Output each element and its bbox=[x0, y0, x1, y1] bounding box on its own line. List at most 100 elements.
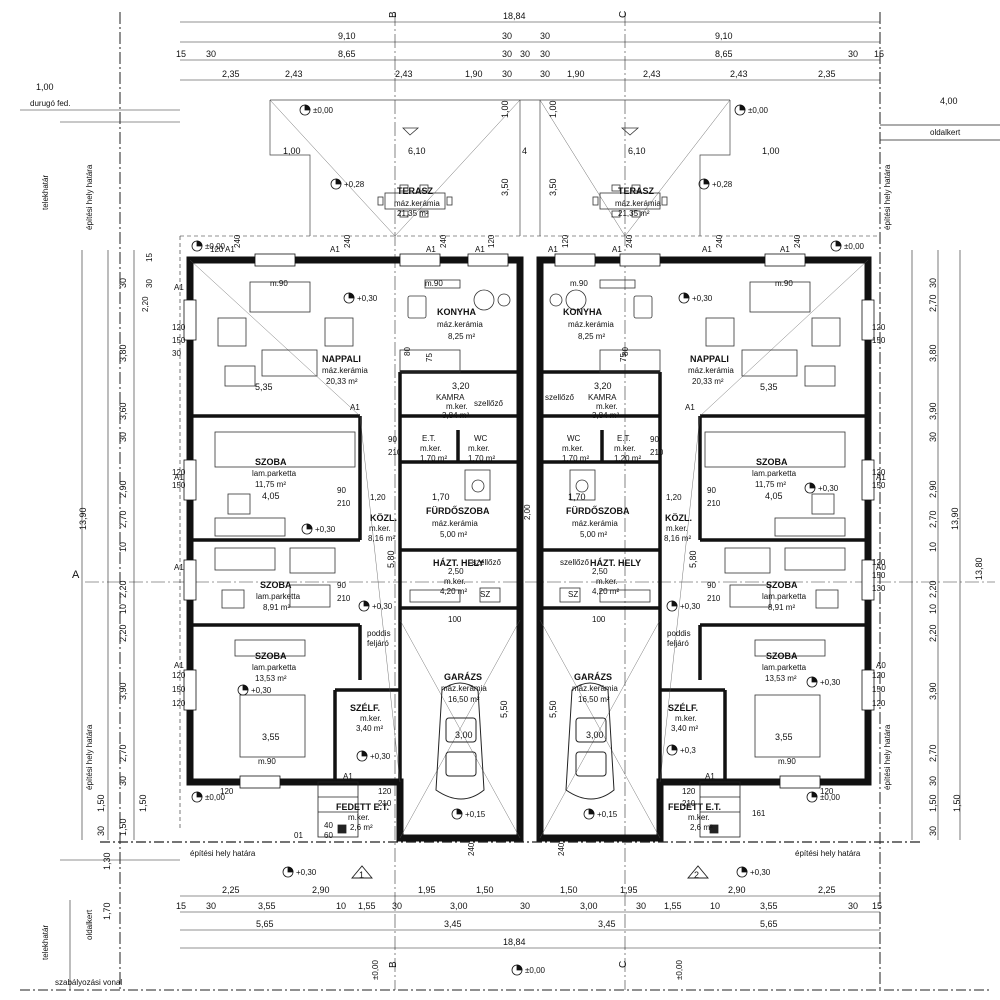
room-diagonals bbox=[189, 259, 869, 839]
right-wc-floor: m.ker. bbox=[562, 444, 584, 453]
right-haztart-area: 4,20 m² bbox=[592, 587, 619, 596]
durugo-dim: 1,00 bbox=[36, 82, 54, 92]
right-kamra-dim: 3,20 bbox=[594, 381, 612, 391]
dimension-label: 210 bbox=[337, 499, 351, 508]
top-r2-1: 30 bbox=[206, 49, 216, 59]
dimension-label: 2,20 bbox=[118, 624, 128, 642]
right-furdo-dim: 1,70 bbox=[568, 492, 586, 502]
oldalkert-top-label: oldalkert bbox=[930, 128, 961, 137]
terrace-furniture bbox=[377, 127, 668, 218]
level-szoba1-right: +0,30 bbox=[818, 484, 839, 493]
dimension-label: m.90 bbox=[570, 279, 588, 288]
oldalkert-top-dim: 4,00 bbox=[940, 96, 958, 106]
dimension-label: 150 bbox=[172, 481, 186, 490]
dimension-label: 90 bbox=[337, 486, 346, 495]
dimension-label: A1 bbox=[612, 245, 622, 254]
left-szoba1-name: SZOBA bbox=[255, 457, 287, 467]
top-r3-2: 2,43 bbox=[395, 69, 413, 79]
left-fedett-name: FEDETT E.T. bbox=[336, 802, 389, 812]
bottom-r2-1: 30 bbox=[206, 901, 216, 911]
dimension-label: 60 bbox=[324, 831, 333, 840]
dimension-label: 30 bbox=[928, 432, 938, 442]
right-garazs-depth: 5,50 bbox=[548, 700, 558, 718]
right-szoba3-area: 13,53 m² bbox=[765, 674, 797, 683]
car-left bbox=[435, 682, 485, 800]
right-unit-labels: NAPPALI máz.kerámia 20,33 m² 5,35 KONYHA… bbox=[545, 307, 807, 832]
telekhatar-top: telekhatár bbox=[41, 175, 50, 210]
dimension-label: 120 bbox=[210, 245, 224, 254]
dimension-label: 120 bbox=[820, 787, 834, 796]
right-poddis-name: poddis bbox=[667, 629, 691, 638]
terrace-right-floor: máz.kerámia bbox=[615, 199, 661, 208]
dimension-label: 2,90 bbox=[118, 480, 128, 498]
dimension-label: 90 bbox=[650, 435, 659, 444]
left-outer-dim: 13,90 bbox=[78, 507, 88, 530]
right-garazs-name: GARÁZS bbox=[574, 672, 612, 682]
right-wc-area: 1,70 m² bbox=[562, 454, 589, 463]
right-inner-dims: 120 150 120 150 120 150 130 120 150 120 bbox=[872, 323, 886, 708]
dimension-label: SZ bbox=[480, 590, 490, 599]
oldalkert-bottom-dim: 1,70 bbox=[102, 902, 112, 920]
left-kozl-floor: m.ker. bbox=[369, 524, 391, 533]
dimension-label: A1 bbox=[174, 563, 184, 572]
section-1-label: 1 bbox=[359, 870, 364, 880]
dimension-label: 3,90 bbox=[928, 402, 938, 420]
level-szoba2-left: +0,30 bbox=[372, 602, 393, 611]
top-r1-0: 9,10 bbox=[338, 31, 356, 41]
dimension-label: 120 bbox=[172, 671, 186, 680]
left-garazs-floor: máz.kerámia bbox=[441, 684, 487, 693]
dimension-label: 240 bbox=[439, 234, 448, 248]
terrace-left-width: 6,10 bbox=[408, 146, 426, 156]
dimension-label: A0 bbox=[876, 661, 886, 670]
left-garazs-area: 16,50 m² bbox=[448, 695, 480, 704]
site-lines bbox=[20, 12, 1000, 991]
oldalkert-bottom-label: oldalkert bbox=[85, 909, 94, 940]
section-2-label: 2 bbox=[694, 870, 699, 880]
dimension-label: 150 bbox=[172, 685, 186, 694]
dimension-label: A1 bbox=[350, 403, 360, 412]
right-szelf-floor: m.ker. bbox=[675, 714, 697, 723]
dimension-label: 150 bbox=[872, 685, 886, 694]
dimension-label: 2,20 bbox=[928, 580, 938, 598]
dimension-label: 30 bbox=[928, 776, 938, 786]
left-wc-name: WC bbox=[474, 434, 488, 443]
dimension-label: 240 bbox=[343, 234, 352, 248]
top-r1-2: 30 bbox=[540, 31, 550, 41]
left-szoba2-area: 8,91 m² bbox=[263, 603, 290, 612]
left-et-floor: m.ker. bbox=[420, 444, 442, 453]
bottom-r2-11: 10 bbox=[710, 901, 720, 911]
bottom-r1-1: 2,90 bbox=[312, 885, 330, 895]
level-nappali-left: +0,30 bbox=[357, 294, 378, 303]
left-dim-lines bbox=[81, 250, 135, 840]
bottom-r2-0: 15 bbox=[176, 901, 186, 911]
left-poddis-name: poddis bbox=[367, 629, 391, 638]
bottom-r1-4: 1,50 bbox=[560, 885, 578, 895]
dimension-label: 3,60 bbox=[118, 402, 128, 420]
dimension-label: 10 bbox=[118, 542, 128, 552]
left-et-area: 1,70 m² bbox=[420, 454, 447, 463]
dimension-label: 30 bbox=[118, 776, 128, 786]
dimension-label: 10 bbox=[928, 604, 938, 614]
dimension-label: 90 bbox=[707, 581, 716, 590]
bottom-r2-9: 30 bbox=[636, 901, 646, 911]
top-total-dim: 18,84 bbox=[503, 11, 526, 21]
top-r3-5: 30 bbox=[540, 69, 550, 79]
left-kozl-name: KÖZL. bbox=[370, 513, 397, 523]
dimension-label: 40 bbox=[324, 821, 333, 830]
dimension-label: m.90 bbox=[425, 279, 443, 288]
left-garazs-depth: 5,50 bbox=[499, 700, 509, 718]
dimension-label: 90 bbox=[388, 435, 397, 444]
dimension-label: A0 bbox=[876, 563, 886, 572]
dimension-label: A1 bbox=[174, 283, 184, 292]
dimension-label: 120 bbox=[872, 323, 886, 332]
dimension-label: 120 bbox=[872, 671, 886, 680]
dimension-label: 2,70 bbox=[928, 510, 938, 528]
right-mid-dims: 30 2,70 3,80 3,90 30 2,90 2,70 10 2,20 1… bbox=[928, 278, 962, 836]
dimension-label: 120 bbox=[682, 787, 696, 796]
level-szoba1-left: +0,30 bbox=[315, 525, 336, 534]
top-r2-5: 30 bbox=[540, 49, 550, 59]
level-corner-right: ±0,00 bbox=[844, 242, 865, 251]
right-et-name: E.T. bbox=[617, 434, 631, 443]
left-furdo-name: FÜRDŐSZOBA bbox=[426, 505, 490, 516]
level-bottom: ±0,00 bbox=[525, 966, 546, 975]
